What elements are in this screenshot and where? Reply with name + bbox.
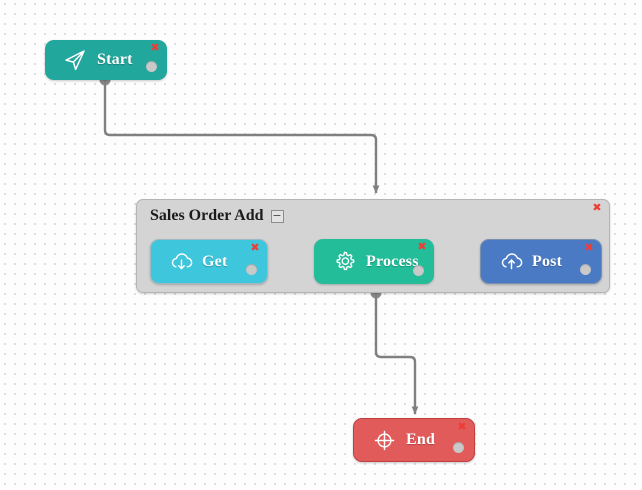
node-start-status-dot[interactable]	[146, 61, 157, 72]
group-collapse-button[interactable]: −	[270, 208, 284, 223]
edge-start-to-group[interactable]	[99, 74, 380, 194]
node-start-close-icon[interactable]: ✖	[150, 41, 160, 54]
gear-icon	[331, 249, 357, 275]
node-post[interactable]: Post ✖	[480, 239, 602, 284]
node-end-status-dot[interactable]	[453, 442, 464, 453]
node-post-status-dot[interactable]	[580, 264, 591, 275]
node-post-label: Post	[532, 252, 563, 270]
node-end-label: End	[406, 431, 436, 448]
node-process-close-icon[interactable]: ✖	[417, 240, 427, 253]
crosshair-icon	[371, 427, 397, 453]
cloud-upload-icon	[498, 249, 524, 275]
node-process-label: Process	[366, 252, 419, 270]
node-get-label: Get	[202, 252, 228, 270]
node-process-status-dot[interactable]	[413, 265, 424, 276]
node-get-status-dot[interactable]	[246, 264, 257, 275]
group-header: Sales Order Add −	[150, 207, 284, 225]
group-close-icon[interactable]: ✖	[592, 201, 602, 214]
node-end-close-icon[interactable]: ✖	[457, 420, 467, 433]
node-get[interactable]: Get ✖	[150, 239, 268, 284]
node-start[interactable]: Start ✖	[45, 40, 167, 80]
paper-plane-icon	[62, 47, 88, 73]
edge-group-to-end[interactable]	[370, 287, 419, 415]
group-title: Sales Order Add	[150, 207, 264, 224]
cloud-download-icon	[168, 249, 194, 275]
node-process[interactable]: Process ✖	[314, 239, 434, 284]
node-end[interactable]: End ✖	[353, 418, 475, 462]
node-get-close-icon[interactable]: ✖	[250, 241, 260, 254]
node-start-label: Start	[97, 51, 133, 68]
node-post-close-icon[interactable]: ✖	[584, 241, 594, 254]
